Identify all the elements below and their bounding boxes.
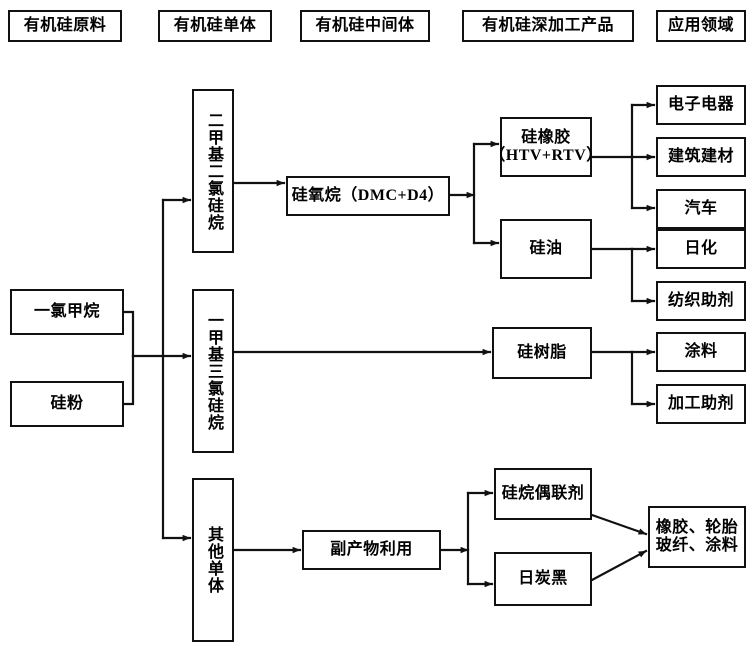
node-construction-materials[interactable]: 建筑建材 [656, 137, 746, 177]
node-label: 其他单体 [205, 526, 222, 594]
node-label: 硅氧烷（DMC+D4） [291, 187, 445, 205]
node-label: 汽车 [684, 200, 718, 218]
node-label: 副产物利用 [330, 541, 413, 559]
header-label: 应用领域 [667, 17, 734, 35]
node-label: 二甲基二氯硅烷 [205, 111, 222, 231]
node-daily-chemicals[interactable]: 日化 [656, 229, 746, 269]
header-deep-processed-products: 有机硅深加工产品 [462, 10, 634, 42]
node-label: 橡胶、轮胎 玻纤、涂料 [655, 519, 739, 554]
node-silicone-resin[interactable]: 硅树脂 [492, 327, 592, 379]
node-label: 硅烷偶联剂 [501, 485, 585, 503]
node-silicone-rubber[interactable]: 硅橡胶 （HTV+RTV） [489, 117, 602, 177]
node-textile-auxiliaries[interactable]: 纺织助剂 [656, 281, 746, 321]
node-processing-aids[interactable]: 加工助剂 [656, 384, 746, 424]
node-dimethyldichlorosilane[interactable]: 二甲基二氯硅烷 [192, 89, 234, 253]
node-label: 一氯甲烷 [33, 303, 100, 321]
node-rubber-tire-glassfiber-coatings[interactable]: 橡胶、轮胎 玻纤、涂料 [648, 506, 746, 568]
wire-p4-to-a8 [590, 513, 648, 536]
node-label: 一甲基三氯硅烷 [205, 311, 222, 431]
node-byproduct-utilization[interactable]: 副产物利用 [302, 530, 441, 570]
wire-si-to-bus [122, 354, 135, 406]
node-carbon-black[interactable]: 日炭黑 [494, 552, 592, 606]
node-label: 硅油 [529, 240, 563, 258]
node-monochloromethane[interactable]: 一氯甲烷 [10, 289, 124, 335]
header-applications: 应用领域 [656, 10, 746, 42]
header-label: 有机硅中间体 [315, 17, 415, 35]
node-label: 硅橡胶 （HTV+RTV） [489, 129, 603, 164]
header-label: 有机硅原料 [23, 17, 107, 35]
node-automotive[interactable]: 汽车 [656, 189, 746, 229]
wire-p5-to-a8 [590, 549, 648, 582]
node-label: 硅粉 [50, 395, 84, 413]
node-label: 日炭黑 [518, 570, 568, 588]
node-label: 涂料 [684, 343, 718, 361]
node-siloxane-dmc-d4[interactable]: 硅氧烷（DMC+D4） [286, 176, 450, 216]
header-label: 有机硅深加工产品 [481, 17, 614, 35]
wire-mcm-to-bus [122, 310, 135, 358]
node-silicon-powder[interactable]: 硅粉 [10, 381, 124, 427]
header-raw-materials: 有机硅原料 [8, 10, 122, 42]
node-methyltrichlorosilane[interactable]: 一甲基三氯硅烷 [192, 289, 234, 453]
node-silane-coupling-agent[interactable]: 硅烷偶联剂 [494, 468, 592, 520]
node-label: 建筑建材 [667, 148, 734, 166]
node-other-monomers[interactable]: 其他单体 [192, 478, 234, 642]
node-coatings[interactable]: 涂料 [656, 332, 746, 372]
node-label: 纺织助剂 [667, 292, 734, 310]
header-label: 有机硅单体 [173, 17, 257, 35]
node-label: 日化 [684, 240, 718, 258]
node-silicone-oil[interactable]: 硅油 [500, 219, 592, 279]
node-label: 硅树脂 [517, 344, 567, 362]
node-label: 电子电器 [667, 96, 734, 114]
header-intermediates: 有机硅中间体 [300, 10, 430, 42]
node-label: 加工助剂 [667, 395, 734, 413]
node-electronics-appliances[interactable]: 电子电器 [656, 85, 746, 125]
header-monomers: 有机硅单体 [158, 10, 272, 42]
